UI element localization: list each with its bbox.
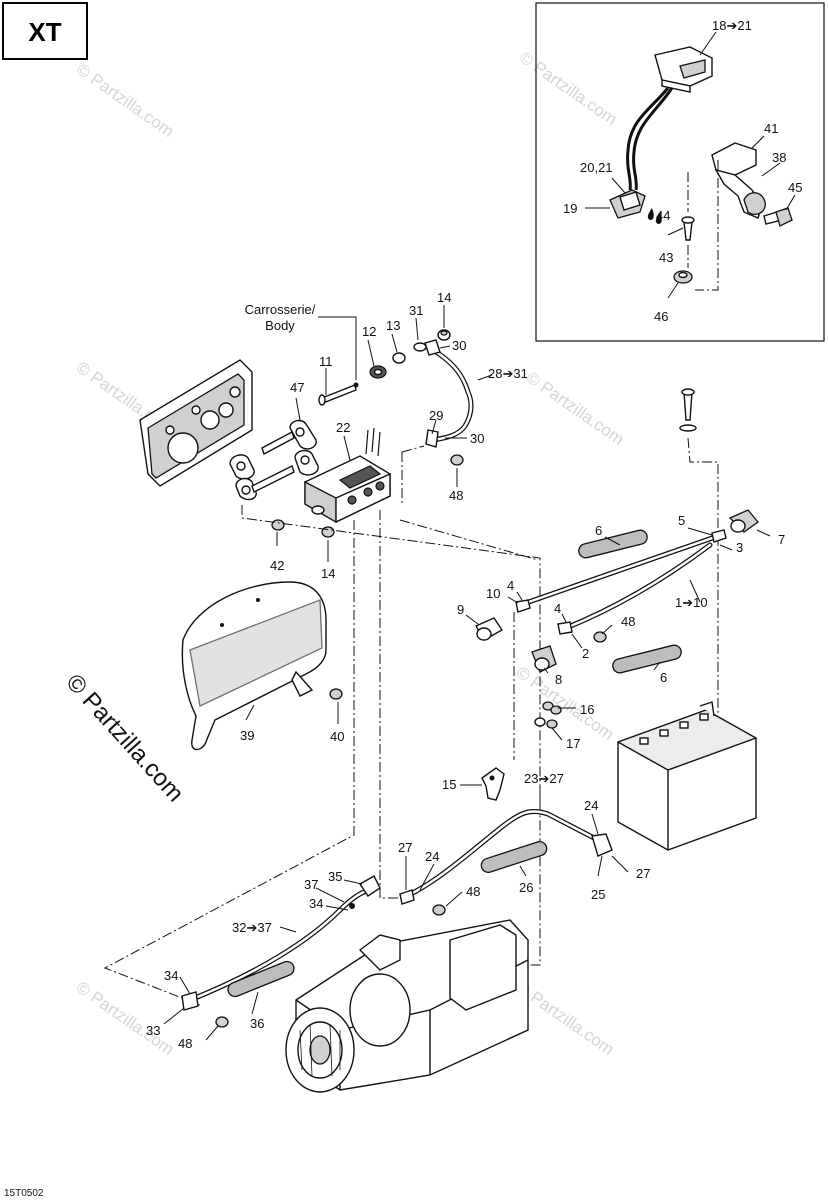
callout-30: 30 — [452, 338, 466, 353]
battery — [616, 701, 758, 851]
callout-24: 24 — [425, 849, 439, 864]
watermark: © Partzilla.com — [516, 48, 621, 129]
callout-body: Body — [265, 318, 295, 333]
callout-47: 47 — [290, 380, 304, 395]
callout-45: 45 — [788, 180, 802, 195]
callout-7: 7 — [778, 532, 785, 547]
callout-23-27: 23➔27 — [524, 771, 564, 786]
callout-19: 19 — [563, 201, 577, 216]
winch-motor — [285, 919, 529, 1093]
callout-17: 17 — [566, 736, 580, 751]
callout-48: 48 — [449, 488, 463, 503]
callout-48: 48 — [621, 614, 635, 629]
callout-12: 12 — [362, 324, 376, 339]
watermark: © Partzilla.com — [73, 60, 178, 141]
callout-22: 22 — [336, 420, 350, 435]
cable-1-10 — [475, 509, 759, 729]
bracket-15 — [481, 767, 505, 801]
watermark: © Partzilla.com — [513, 663, 618, 744]
callout-18-21: 18➔21 — [712, 18, 752, 33]
callout-27: 27 — [398, 840, 412, 855]
callout-8: 8 — [555, 672, 562, 687]
callout-35: 35 — [328, 869, 342, 884]
relay-22 — [304, 427, 391, 524]
callout-11: 11 — [319, 354, 333, 369]
callout-13: 13 — [386, 318, 400, 333]
callout-42: 42 — [270, 558, 284, 573]
model-tag-box: XT — [2, 2, 88, 60]
callout-46: 46 — [654, 309, 668, 324]
callout-26: 26 — [519, 880, 533, 895]
callout-41: 41 — [764, 121, 778, 136]
callout-25: 25 — [591, 887, 605, 902]
callout-16: 16 — [580, 702, 594, 717]
callout-14: 14 — [321, 566, 335, 581]
callout-24: 24 — [584, 798, 598, 813]
callout-33: 33 — [146, 1023, 160, 1038]
bolt-top — [679, 388, 697, 432]
figure-code: 15T0502 — [4, 1188, 44, 1199]
callout-38: 38 — [772, 150, 786, 165]
watermark: © Partzilla.com — [73, 978, 178, 1059]
cover-39 — [181, 581, 343, 751]
callout-34: 34 — [164, 968, 178, 983]
model-tag: XT — [28, 17, 61, 47]
callout-4: 4 — [554, 601, 561, 616]
callout-10: 10 — [486, 586, 500, 601]
callout-6: 6 — [660, 670, 667, 685]
callout-4: 4 — [507, 578, 514, 593]
callout-20-21: 20,21 — [580, 160, 613, 175]
guide-lines — [103, 437, 719, 1006]
callout-27: 27 — [636, 866, 650, 881]
callout-1-10: 1➔10 — [675, 595, 708, 610]
callout-31: 31 — [409, 303, 423, 318]
watermark: © Partzilla.com — [61, 669, 189, 807]
terminal-hardware — [318, 329, 474, 466]
callout-48: 48 — [466, 884, 480, 899]
callout-36: 36 — [250, 1016, 264, 1031]
callout-32-37: 32➔37 — [232, 920, 272, 935]
callout-2: 2 — [582, 646, 589, 661]
bracket-47 — [229, 419, 319, 501]
callout-40: 40 — [330, 729, 344, 744]
callout-5: 5 — [678, 513, 685, 528]
callout-30: 30 — [470, 431, 484, 446]
callout-34: 34 — [309, 896, 323, 911]
watermark: © Partzilla.com — [523, 368, 628, 449]
cable-23-27 — [399, 808, 613, 916]
callout-43: 43 — [659, 250, 673, 265]
callout-carrosserie: Carrosserie/ — [245, 302, 316, 317]
callout-29: 29 — [429, 408, 443, 423]
callout-48: 48 — [178, 1036, 192, 1051]
callout-37: 37 — [304, 877, 318, 892]
callout-14: 14 — [437, 290, 451, 305]
callout-3: 3 — [736, 540, 743, 555]
callout-39: 39 — [240, 728, 254, 743]
inset-detail — [535, 2, 825, 342]
cable-32-37 — [181, 875, 381, 1028]
callout-15: 15 — [442, 777, 456, 792]
callout-28-31: 28➔31 — [488, 366, 528, 381]
callout-44: 44 — [656, 208, 670, 223]
callout-9: 9 — [457, 602, 464, 617]
mounting-plate — [139, 359, 253, 487]
callout-6: 6 — [595, 523, 602, 538]
